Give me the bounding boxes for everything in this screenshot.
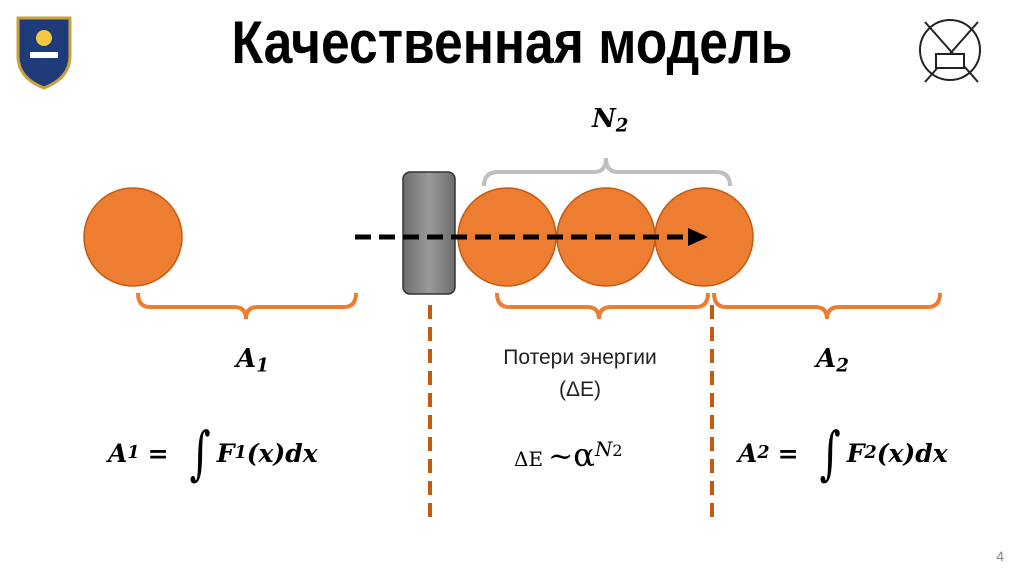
a2-formula-rest: (x)dx	[876, 438, 948, 468]
a2-formula-f: F	[846, 438, 865, 468]
a2-label: A2	[816, 344, 849, 377]
a2-brace	[712, 292, 942, 320]
n2-label: N2	[592, 104, 628, 137]
integral-sign: ∫	[189, 419, 211, 487]
loss-brace	[495, 292, 710, 320]
a2-sub: 2	[836, 355, 849, 377]
energy-loss-line1: Потери энергии	[503, 346, 657, 369]
integral-sign: ∫	[819, 419, 841, 487]
loss-formula: ΔE ~αN2	[514, 436, 623, 474]
a1-formula-rest: (x)dx	[246, 438, 318, 468]
a2-formula-eq: =	[777, 438, 799, 468]
a1-formula-lhs-sub: 1	[127, 443, 140, 463]
n2-sub: 2	[615, 115, 629, 137]
loss-formula-base: α	[573, 436, 595, 474]
n2-brace	[482, 157, 732, 187]
a1-formula-eq: =	[147, 438, 169, 468]
a2-formula-lhs-sub: 2	[757, 443, 770, 463]
a1-sub: 1	[256, 355, 269, 377]
a2-formula-f-sub: 2	[864, 443, 877, 463]
slide-title: Качественная модель	[231, 9, 793, 76]
a1-formula-f: F	[216, 438, 235, 468]
loss-formula-op: ~	[548, 439, 574, 474]
a1-brace	[136, 292, 358, 320]
loss-formula-exp: N	[594, 436, 613, 461]
university-crest-logo	[16, 16, 72, 90]
barrier-block	[402, 171, 456, 295]
a1-formula-f-sub: 1	[234, 443, 247, 463]
ipt-emblem-logo	[919, 19, 981, 83]
loss-formula-exp-sub: 2	[612, 440, 623, 460]
a1-formula-lhs: A	[108, 438, 128, 468]
a1-label: A1	[236, 344, 269, 377]
a2-base: A	[816, 344, 837, 374]
energy-loss-line2: (ΔE)	[558, 378, 602, 401]
loss-formula-lhs: ΔE	[514, 447, 544, 471]
a2-formula-lhs: A	[738, 438, 758, 468]
energy-loss-caption: Потери энергии (ΔE)	[470, 346, 690, 402]
n2-base: N	[592, 104, 616, 134]
page-number: 4	[996, 548, 1004, 564]
incoming-ball	[83, 187, 183, 287]
a1-base: A	[236, 344, 257, 374]
momentum-arrow	[355, 228, 708, 246]
